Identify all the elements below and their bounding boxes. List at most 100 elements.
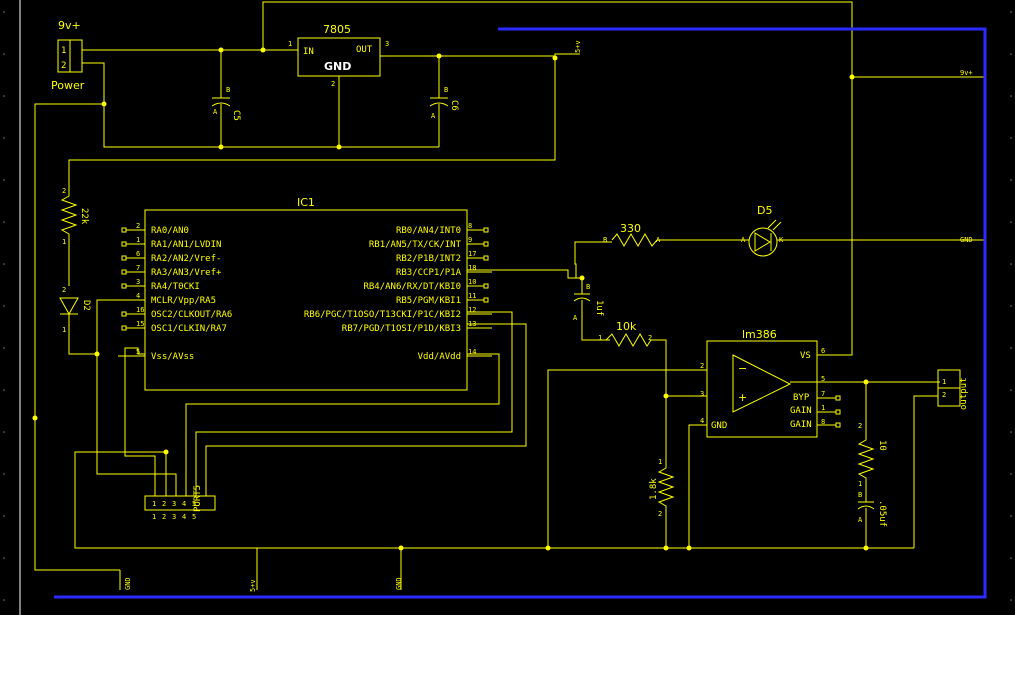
lm386-vs: VS [800,351,811,361]
ic1-right-pin-label: RB4/AN6/RX/DT/KBI0 [363,282,461,292]
junction [260,47,266,53]
grid-dot [1010,137,1012,139]
wire-330-in [574,241,612,279]
output-connector[interactable]: 1 2 output [937,369,969,410]
grid-dot [1010,95,1012,97]
lm386-pin1: 1 [821,404,825,412]
grid-dot [3,347,5,349]
c1uf-value: 1uf [594,300,604,316]
regulator-pin-2: 2 [331,80,335,88]
wire-ref [547,369,707,548]
d2-pin1: 1 [62,326,66,334]
junction [849,74,855,80]
c6-b-label: B [444,86,448,94]
lm386-pin-stubs [817,397,836,426]
r10k-pin1: 1 [598,334,602,342]
net-5v-bottom: 5+v [249,579,257,592]
r18k-zigzag [657,460,675,548]
resistor-10[interactable]: 2 1 10 [857,382,887,490]
ic1-right-pin-number: 12 [468,306,476,314]
lm386-name: lm386 [742,328,777,341]
c6-plate-bottom [429,102,449,107]
ic1-right-pin-end [483,241,489,247]
r18k-pin1: 1 [658,458,662,466]
c1uf-a: A [573,314,578,322]
c6-name: C6 [449,100,459,111]
c5-b-label: B [226,86,230,94]
port5-pin-number: 4 [182,500,186,508]
resistor-10k[interactable]: 10k 1 2 [598,320,652,347]
ic1-left-pin-label: RA3/AN3/Vref+ [151,268,222,278]
ic1-right-pin-label: RB0/AN4/INT0 [396,226,461,236]
grid-dot [1010,11,1012,13]
lm386-minus: − [738,362,747,375]
lm386-pin7: 7 [821,390,825,398]
blue-bus-outline [54,27,987,599]
c5-name: C5 [231,110,241,121]
ic1-left-pin-end [121,269,127,275]
ground-rail-bottom [119,547,914,590]
ic1-left-pin-number: 4 [136,292,140,300]
r330-b: B [603,236,607,244]
junction-dots [32,47,869,551]
c05-a: A [858,516,863,524]
power-connector[interactable]: 9v+ 1 2 Power [51,19,85,92]
port5-pin-number: 1 [152,500,156,508]
c5-a-label: A [213,108,218,116]
ic1-right-pin-end [483,297,489,303]
ic1-left-pin-end [121,283,127,289]
amplifier-lm386[interactable]: lm386 − + VS GND BYP GAIN GAIN 2 3 4 5 6… [700,328,841,438]
output-name: output [959,377,969,410]
wire-port-rb6 [195,311,513,496]
lm386-gnd: GND [711,421,727,431]
regulator-out-label: OUT [356,45,373,55]
ic1-left-pin-label: RA1/AN1/LVDIN [151,240,221,250]
c6-a-label: A [431,112,436,120]
lm386-gain1-pin [835,409,841,415]
r330-zigzag [611,233,658,247]
ic1-left-pin-end [121,241,127,247]
wire-port-mclr [97,473,177,496]
r10-pin2: 2 [858,422,862,430]
ic1-right-pin-label: RB5/PGM/KBI1 [396,296,461,306]
wire-port-rb7 [205,323,527,496]
junction [32,415,38,421]
port5-pin-number: 2 [162,500,166,508]
grid-dot [3,95,5,97]
power-pin-2: 2 [61,61,66,71]
wire-output-gnd [913,395,938,548]
grid-dot [3,221,5,223]
port5-pin-number: 5 [192,500,196,508]
net-5v-top: 5+v [574,40,582,53]
ic1-right-pin-number: 18 [468,264,476,272]
regulator-name: 7805 [323,23,351,36]
ic1-left-pin-label: Vss/AVss [151,352,194,362]
grid-dot [1010,389,1012,391]
r10-value: 10 [877,440,887,451]
grid-dot [1010,305,1012,307]
r10-zigzag [857,382,875,490]
ic1-right-pins: 8RB0/AN4/INT09RB1/AN5/TX/CK/INT17RB2/P1B… [304,222,492,362]
ic1-left-pin-number: 1 [136,236,140,244]
resistor-22k[interactable]: 2 1 22k [60,187,89,286]
port5-pin-label: 5 [192,513,196,521]
r22k-pin2: 2 [62,187,66,195]
ic1-left-pin-label: RA4/T0CKI [151,282,200,292]
power-net-label: 9v+ [58,19,81,32]
ic1-left-pin-label: RA2/AN2/Vref- [151,254,221,264]
resistor-1-8k[interactable]: 1 2 1.8k [649,458,675,548]
ic1-right-pin-end [483,227,489,233]
grid-dot [3,263,5,265]
ic1-left-pin-number: 6 [136,250,140,258]
lm386-pin8: 8 [821,418,825,426]
grid-dot [1010,53,1012,55]
capacitor-05uf[interactable]: B A .05uf [857,490,887,548]
output-pin-1: 1 [942,378,946,386]
c5-plate-bottom [211,102,231,107]
junction [336,144,342,150]
